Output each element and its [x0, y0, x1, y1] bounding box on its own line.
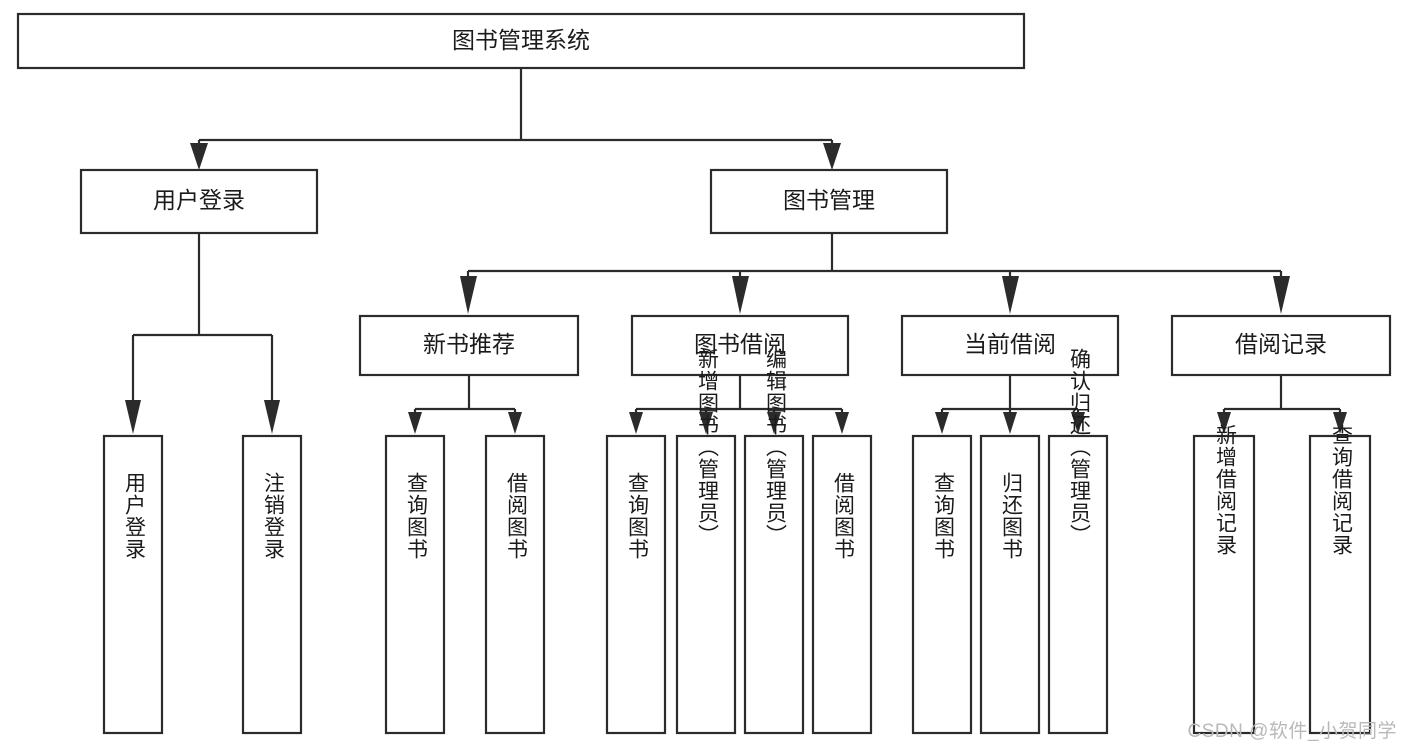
arrow-head-leaf-query-book-2	[629, 412, 643, 434]
leaf-query-borrow-record-box[interactable]	[1308, 434, 1372, 735]
arrow-head-leaf-borrow-book-1	[508, 412, 522, 434]
leaf-node-confirm-return-admin[interactable]: 确认归还（管理员）	[1047, 348, 1109, 735]
arrow-head-leaf-user-login	[125, 400, 141, 434]
arrow-head-leaf-edit-book	[767, 412, 781, 434]
root-box[interactable]	[16, 12, 1026, 70]
leaf-query-borrow-record-label: 查询借阅记录	[1329, 424, 1353, 556]
leaf-query-book-borrow-label: 查询图书	[625, 472, 649, 560]
connectors-book-borrow-to-leaves	[629, 375, 849, 434]
leaf-user-login-box[interactable]	[102, 434, 164, 735]
leaf-add-borrow-record-box[interactable]	[1192, 434, 1256, 735]
leaf-borrow-book-borrow-box[interactable]	[811, 434, 873, 735]
arrow-head-leaf-query-book-3	[935, 412, 949, 434]
connectors-borrow-record-to-leaves	[1217, 375, 1347, 434]
leaf-logout-login-box[interactable]	[241, 434, 303, 735]
arrow-head-current-borrow	[1002, 276, 1019, 314]
book-management-box[interactable]	[709, 168, 949, 235]
leaf-node-query-book-borrow[interactable]: 查询图书	[605, 434, 667, 735]
user-login-label: 用户登录	[153, 187, 245, 213]
node-root-system[interactable]: 图书管理系统	[16, 12, 1026, 70]
connectors-user-login-to-leaves	[125, 233, 280, 434]
leaf-edit-book-admin-label: 编辑图书（管理员）	[763, 348, 787, 546]
node-book-borrow[interactable]: 图书借阅	[630, 314, 850, 377]
leaf-add-borrow-record-label: 新增借阅记录	[1213, 424, 1237, 556]
current-borrow-box[interactable]	[900, 314, 1120, 377]
connectors-root-to-level2	[190, 68, 841, 170]
leaf-node-logout-login[interactable]: 注销登录	[241, 434, 303, 735]
node-borrow-record[interactable]: 借阅记录	[1170, 314, 1392, 377]
new-book-recommendation-label: 新书推荐	[423, 331, 515, 357]
node-book-management[interactable]: 图书管理	[709, 168, 949, 235]
leaf-logout-login-label: 注销登录	[261, 472, 285, 560]
leaf-query-book-rec-box[interactable]	[384, 434, 446, 735]
leaf-return-book-box[interactable]	[979, 434, 1041, 735]
arrow-head-book-borrow	[732, 276, 749, 314]
connectors-current-borrow-to-leaves	[935, 375, 1085, 434]
book-borrow-box[interactable]	[630, 314, 850, 377]
node-current-borrow[interactable]: 当前借阅	[900, 314, 1120, 377]
arrow-head-borrow-record	[1273, 276, 1290, 314]
new-book-recommendation-box[interactable]	[358, 314, 580, 377]
leaf-add-book-admin-label: 新增图书（管理员）	[695, 348, 719, 546]
leaf-node-add-book-admin[interactable]: 新增图书（管理员）	[675, 348, 737, 735]
leaf-query-book-current-label: 查询图书	[931, 472, 955, 560]
leaf-user-login-label: 用户登录	[122, 472, 146, 560]
arrow-head-new-book-rec	[460, 276, 477, 314]
book-management-label: 图书管理	[783, 187, 875, 213]
arrow-head-leaf-logout-login	[264, 400, 280, 434]
arrow-head-leaf-confirm-return	[1071, 412, 1085, 434]
leaf-return-book-label: 归还图书	[999, 472, 1023, 560]
connectors-new-book-rec-to-leaves	[408, 375, 522, 434]
leaf-node-return-book[interactable]: 归还图书	[979, 434, 1041, 735]
connectors-book-mgmt-to-level3	[460, 233, 1290, 314]
arrow-head-leaf-add-book	[699, 412, 713, 434]
node-new-book-recommendation[interactable]: 新书推荐	[358, 314, 580, 377]
user-login-box[interactable]	[79, 168, 319, 235]
current-borrow-label: 当前借阅	[964, 331, 1056, 357]
leaf-borrow-book-borrow-label: 借阅图书	[831, 472, 855, 560]
leaf-query-book-current-box[interactable]	[911, 434, 973, 735]
node-user-login[interactable]: 用户登录	[79, 168, 319, 235]
arrow-head-leaf-query-book-1	[408, 412, 422, 434]
leaf-edit-book-admin-box[interactable]	[743, 434, 805, 735]
borrow-record-box[interactable]	[1170, 314, 1392, 377]
leaf-node-borrow-book-rec[interactable]: 借阅图书	[484, 434, 546, 735]
leaf-borrow-book-rec-label: 借阅图书	[504, 472, 528, 560]
arrow-head-leaf-borrow-book-2	[835, 412, 849, 434]
arrow-head-leaf-return-book	[1003, 412, 1017, 434]
root-label: 图书管理系统	[452, 27, 590, 53]
arrow-head-leaf-query-borrow-record	[1333, 412, 1347, 434]
leaf-node-query-book-rec[interactable]: 查询图书	[384, 434, 446, 735]
arrow-head-user-login	[190, 143, 208, 170]
arrow-head-book-mgmt	[823, 143, 841, 170]
leaf-query-book-rec-label: 查询图书	[404, 472, 428, 560]
book-borrow-label: 图书借阅	[694, 331, 786, 357]
leaf-node-borrow-book-borrow[interactable]: 借阅图书	[811, 434, 873, 735]
leaf-node-edit-book-admin[interactable]: 编辑图书（管理员）	[743, 348, 805, 735]
leaf-node-add-borrow-record[interactable]: 新增借阅记录	[1192, 424, 1256, 735]
borrow-record-label: 借阅记录	[1235, 331, 1327, 357]
leaf-confirm-return-admin-box[interactable]	[1047, 434, 1109, 735]
leaf-node-query-borrow-record[interactable]: 查询借阅记录	[1308, 424, 1372, 735]
leaf-borrow-book-rec-box[interactable]	[484, 434, 546, 735]
leaf-node-user-login[interactable]: 用户登录	[102, 434, 164, 735]
leaf-add-book-admin-box[interactable]	[675, 434, 737, 735]
leaf-node-query-book-current[interactable]: 查询图书	[911, 434, 973, 735]
leaf-query-book-borrow-box[interactable]	[605, 434, 667, 735]
leaf-confirm-return-admin-label: 确认归还（管理员）	[1067, 348, 1091, 546]
arrow-head-leaf-add-borrow-record	[1217, 412, 1231, 434]
